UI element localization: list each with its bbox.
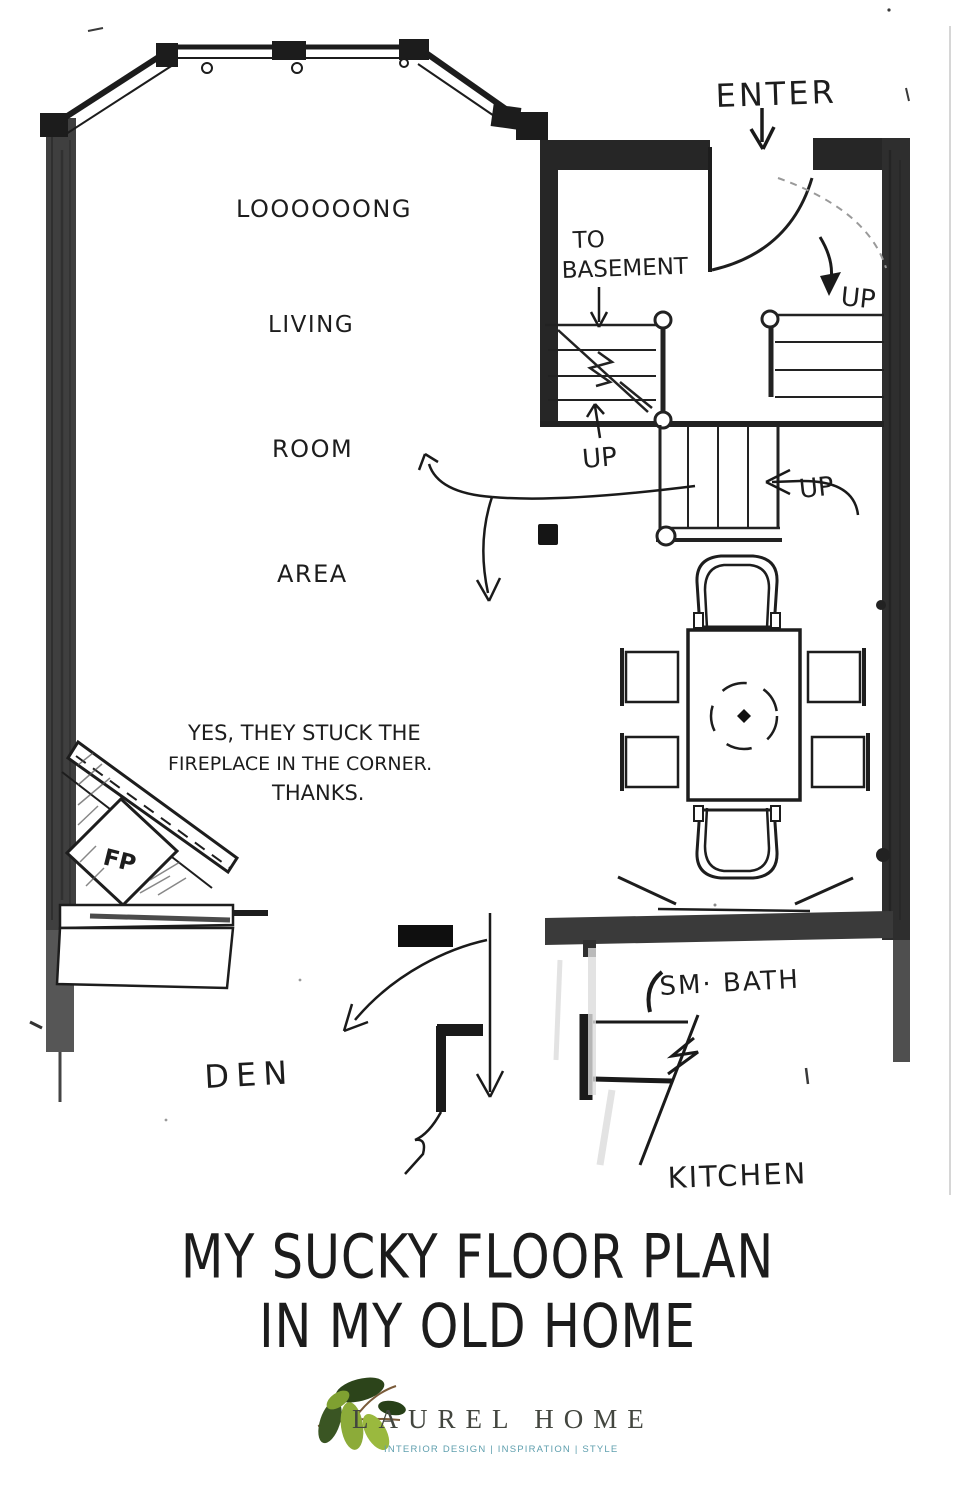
entry-door [708, 147, 887, 272]
return-stairs [655, 425, 782, 547]
title-line-1: MY SUCKY FLOOR PLAN [180, 1220, 775, 1293]
wall-segment [398, 925, 453, 947]
dining-table [686, 628, 802, 802]
newel-post-icon [760, 309, 780, 329]
dining-bottom-wall [545, 911, 893, 957]
floor-plan-drawing: LOOOOOONG LIVING ROOM AREA YES, THEY STU… [29, 8, 951, 1195]
newel-post-icon [653, 410, 673, 430]
fireplace-note-1: YES, THEY STUCK THE [187, 721, 421, 745]
entry-up-arrow-icon [818, 236, 841, 296]
up-arrow-icon [585, 403, 605, 439]
pencil-shading [553, 948, 616, 1166]
window-latch-icon [291, 62, 303, 74]
door-slash [638, 1014, 700, 1166]
up-label-return: UP [798, 471, 836, 504]
enter-label: ENTER [715, 73, 837, 115]
hall-divider-wall [540, 140, 558, 425]
door-swing-arc-faint [777, 177, 887, 269]
dining-chairs [620, 554, 870, 880]
bath-label-pointer [646, 970, 664, 1013]
hearth [55, 903, 268, 990]
fireplace [55, 739, 268, 990]
center-dot [737, 709, 751, 723]
door-swing-arc [711, 177, 814, 272]
bay-window [40, 39, 548, 140]
hatching [77, 752, 187, 896]
logo-wordmark: LAUREL HOME [352, 1404, 654, 1434]
stair-break-squiggle [587, 350, 615, 388]
living-label-2: LIVING [268, 312, 354, 338]
side-chair [620, 648, 680, 706]
mantel-band [65, 739, 240, 875]
up-label-basement: UP [581, 442, 618, 475]
door-squiggle [404, 1111, 443, 1175]
right-wall [876, 138, 910, 1062]
newel-post-icon [653, 310, 673, 330]
to-basement-label-2: BASEMENT [561, 254, 689, 284]
return-up-arrow-icon [765, 468, 860, 516]
armchair-top [693, 554, 781, 629]
kitchen-label: KITCHEN [667, 1156, 808, 1195]
den-label: DEN [203, 1053, 295, 1096]
left-wall [29, 118, 76, 1102]
armchair-bottom [693, 805, 781, 880]
up-label-entry: UP [839, 282, 877, 315]
laurel-home-logo: LAUREL HOME INTERIOR DESIGN | INSPIRATIO… [300, 1368, 700, 1480]
newel-post-icon [655, 525, 677, 547]
fireplace-note-3: THANKS. [271, 781, 364, 805]
den-curve-arrow-icon [354, 938, 488, 1021]
poster-title: MY SUCKY FLOOR PLAN IN MY OLD HOME [72, 1222, 884, 1361]
logo-tagline: INTERIOR DESIGN | INSPIRATION | STYLE [384, 1444, 619, 1455]
rug-lines [617, 875, 854, 913]
to-basement-label-1: TO [571, 227, 605, 254]
living-label-1: LOOOOOONG [236, 195, 412, 223]
stray-marks [87, 8, 910, 1122]
centerpiece-circle [709, 681, 779, 751]
up-stairs [760, 309, 884, 398]
stair-break-line [557, 329, 649, 413]
entry-top-wall-left [545, 140, 710, 170]
window-latch-icon [201, 62, 213, 74]
title-line-2: IN MY OLD HOME [259, 1290, 696, 1362]
living-label-3: ROOM [272, 435, 353, 463]
window-latch-icon [399, 58, 409, 68]
wall-post [538, 524, 558, 545]
den-doorway [342, 913, 505, 1175]
bath-doorway [579, 970, 700, 1166]
sm-bath-label: SM· BATH [659, 965, 801, 1002]
enter-arrow-icon [749, 108, 776, 150]
flow-arrow-living [417, 452, 696, 602]
laurel-leaves-icon [317, 1377, 406, 1451]
fireplace-note-2: FIREPLACE IN THE CORNER. [168, 753, 432, 775]
basement-arrow-icon [589, 287, 609, 328]
living-label-4: AREA [277, 560, 348, 588]
side-chair [810, 733, 870, 791]
side-chair [806, 648, 866, 706]
door-squiggle [666, 1036, 699, 1076]
side-chair [620, 733, 680, 791]
